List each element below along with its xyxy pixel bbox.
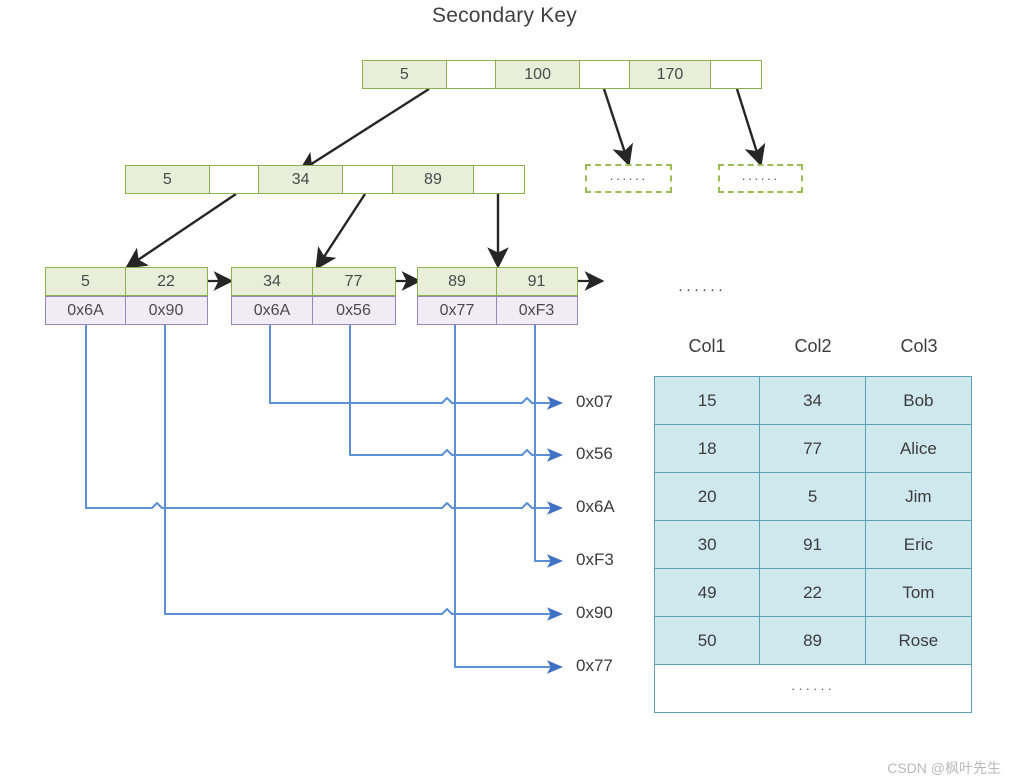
placeholder-node-2: ······ (718, 164, 803, 193)
table-cell: 15 (653, 376, 761, 425)
table-cell: 89 (759, 616, 866, 665)
table-cell: Bob (864, 376, 973, 425)
root-cell-ptr-1 (579, 61, 630, 88)
root-node[interactable]: 5 100 170 (362, 60, 762, 89)
table-cell: Eric (864, 520, 973, 569)
leaf-node-3[interactable]: 89 91 0x77 0xF3 (417, 267, 578, 325)
placeholder-node-1: ······ (585, 164, 672, 193)
internal-cell-key-1: 34 (259, 166, 343, 193)
table-footer-ellipsis: ······ (654, 664, 972, 713)
leaf-node-2-keys: 34 77 (231, 267, 396, 296)
leaf-2-ptr-0: 0x6A (232, 297, 313, 324)
leaf-3-key-1: 91 (527, 272, 546, 290)
table-row[interactable]: 18 77 Alice (653, 424, 973, 473)
table-cell: 77 (759, 424, 866, 473)
leaf-chain-ellipsis: ······ (678, 281, 726, 298)
leaf-node-2[interactable]: 34 77 0x6A 0x56 (231, 267, 396, 325)
leaf-1-ptr-0: 0x6A (46, 297, 126, 324)
table-cell: 34 (759, 376, 866, 425)
leaf-node-3-pointers: 0x77 0xF3 (417, 296, 578, 325)
root-cell-key-2: 170 (629, 61, 712, 88)
leaf-node-3-keys: 89 91 (417, 267, 578, 296)
leaf-2-key-0: 34 (232, 268, 313, 295)
leaf-1-key-1: 22 (157, 272, 175, 290)
leaf-2-ptr-1: 0x56 (336, 301, 371, 319)
address-label-0x07: 0x07 (576, 392, 613, 411)
address-label-0x6A: 0x6A (576, 497, 615, 516)
table-cell: 30 (653, 520, 761, 569)
leaf-3-ptr-1: 0xF3 (518, 301, 555, 319)
internal-cell-key-2: 89 (392, 166, 475, 193)
column-header-col2: Col2 (794, 336, 832, 356)
address-label-0xF3: 0xF3 (576, 550, 614, 569)
watermark: CSDN @枫叶先生 (887, 760, 1001, 776)
leaf-3-ptr-0: 0x77 (418, 297, 497, 324)
root-cell-ptr-2 (711, 61, 761, 88)
data-table: 15 34 Bob 18 77 Alice 20 5 Jim 30 91 Eri… (653, 376, 973, 713)
internal-cell-ptr-1 (342, 166, 393, 193)
internal-cell-ptr-0 (209, 166, 260, 193)
table-row[interactable]: 20 5 Jim (653, 472, 973, 521)
internal-node[interactable]: 5 34 89 (125, 165, 525, 194)
data-table-headers: Col1 Col2 Col3 (654, 336, 972, 357)
leaf-3-key-0: 89 (418, 268, 497, 295)
placeholder-node-2-text: ······ (741, 171, 780, 186)
leaf-node-1-keys: 5 22 (45, 267, 208, 296)
table-cell: 91 (759, 520, 866, 569)
table-cell: 20 (653, 472, 761, 521)
leaf-node-1-pointers: 0x6A 0x90 (45, 296, 208, 325)
table-cell: 49 (653, 568, 761, 617)
table-cell: 5 (759, 472, 866, 521)
leaf-node-2-pointers: 0x6A 0x56 (231, 296, 396, 325)
table-cell: 18 (653, 424, 761, 473)
address-label-0x56: 0x56 (576, 444, 613, 463)
leaf-2-key-1: 77 (344, 272, 363, 290)
table-cell: Rose (864, 616, 973, 665)
table-row[interactable]: 30 91 Eric (653, 520, 973, 569)
table-cell: 50 (653, 616, 761, 665)
table-cell: Tom (864, 568, 973, 617)
internal-cell-key-0: 5 (126, 166, 210, 193)
page-title: Secondary Key (431, 4, 578, 27)
root-cell-key-1: 100 (496, 61, 580, 88)
address-label-0x90: 0x90 (576, 603, 613, 622)
table-cell: Alice (864, 424, 973, 473)
table-row[interactable]: 15 34 Bob (653, 376, 973, 425)
leaf-1-key-0: 5 (46, 268, 126, 295)
table-footer-row: ······ (654, 664, 972, 713)
root-cell-key-0: 5 (363, 61, 447, 88)
address-label-0x77: 0x77 (576, 656, 613, 675)
column-header-col1: Col1 (688, 336, 726, 356)
table-cell: 22 (759, 568, 866, 617)
column-header-col3: Col3 (900, 336, 938, 356)
leaf-1-ptr-1: 0x90 (148, 301, 184, 319)
table-row[interactable]: 49 22 Tom (653, 568, 973, 617)
root-cell-ptr-0 (446, 61, 497, 88)
table-cell: Jim (864, 472, 973, 521)
table-row[interactable]: 50 89 Rose (653, 616, 973, 665)
internal-cell-ptr-2 (474, 166, 524, 193)
leaf-node-1[interactable]: 5 22 0x6A 0x90 (45, 267, 208, 325)
placeholder-node-1-text: ······ (609, 171, 648, 186)
